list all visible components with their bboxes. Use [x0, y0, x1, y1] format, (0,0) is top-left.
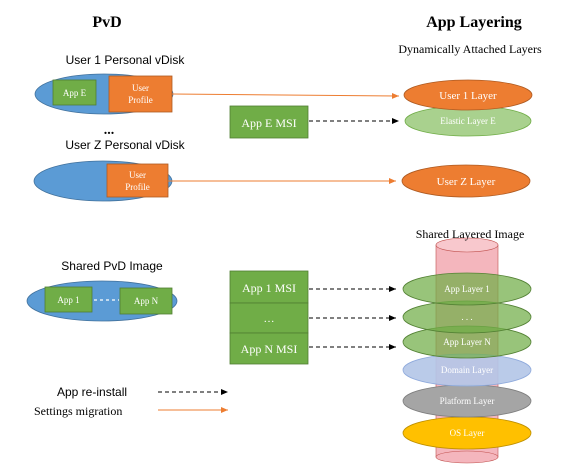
app-n-msi-box: [229, 332, 309, 365]
user1-settings-migration-arrow: [171, 92, 400, 99]
domain-layer-label: Domain Layer: [441, 365, 493, 375]
users-ellipsis: ...: [104, 123, 115, 138]
userz-layer-label: User Z Layer: [437, 176, 496, 188]
app-e-msi-box: [229, 105, 309, 139]
dynamic-layers-heading: Dynamically Attached Layers: [398, 42, 542, 56]
user1-layer: [403, 79, 533, 111]
app-1-msi-box: [229, 270, 309, 304]
userz-layer: [401, 164, 531, 198]
legend-migration-label: Settings migration: [34, 404, 122, 418]
user1-layer-label: User 1 Layer: [439, 90, 497, 102]
app-layer-n-label: App Layer N: [443, 337, 491, 347]
app-layer-dots-label: . . .: [461, 312, 472, 322]
legend-reinstall-label: App re-install: [57, 385, 127, 399]
user1-profile-label-1: User: [132, 83, 149, 93]
shared-app1-label: App 1: [57, 295, 79, 305]
msi-dots-label: …: [264, 313, 275, 325]
shared-pvd-image-title: Shared PvD Image: [61, 259, 163, 273]
elastic-layer-e-label: Elastic Layer E: [440, 116, 496, 126]
shared-app1-box: [44, 286, 93, 313]
user1-pvdisk-title: User 1 Personal vDisk: [66, 53, 186, 67]
userz-pvdisk-title: User Z Personal vDisk: [65, 138, 185, 152]
app-e-msi-label: App E MSI: [241, 116, 296, 130]
user1-app-e-box: [52, 79, 97, 106]
user1-profile-label-2: Profile: [128, 95, 153, 105]
os-layer-label: OS Layer: [450, 428, 485, 438]
userz-profile-box: [106, 163, 169, 198]
user1-profile-box: [108, 75, 173, 113]
app-layering-heading: App Layering: [426, 14, 522, 31]
shared-appn-label: App N: [134, 296, 159, 306]
app-layer-1: [402, 272, 532, 306]
app-1-msi-label: App 1 MSI: [242, 281, 296, 295]
shared-layered-image-title: Shared Layered Image: [416, 227, 525, 241]
platform-layer-label: Platform Layer: [440, 396, 495, 406]
userz-profile-label-1: User: [129, 170, 146, 180]
pvd-heading: PvD: [92, 14, 121, 31]
app-n-msi-label: App N MSI: [241, 342, 298, 356]
user1-app-e-label: App E: [63, 88, 87, 98]
userz-profile-label-2: Profile: [125, 182, 150, 192]
shared-appn-box: [119, 287, 173, 315]
app-layer-1-label: App Layer 1: [444, 284, 489, 294]
